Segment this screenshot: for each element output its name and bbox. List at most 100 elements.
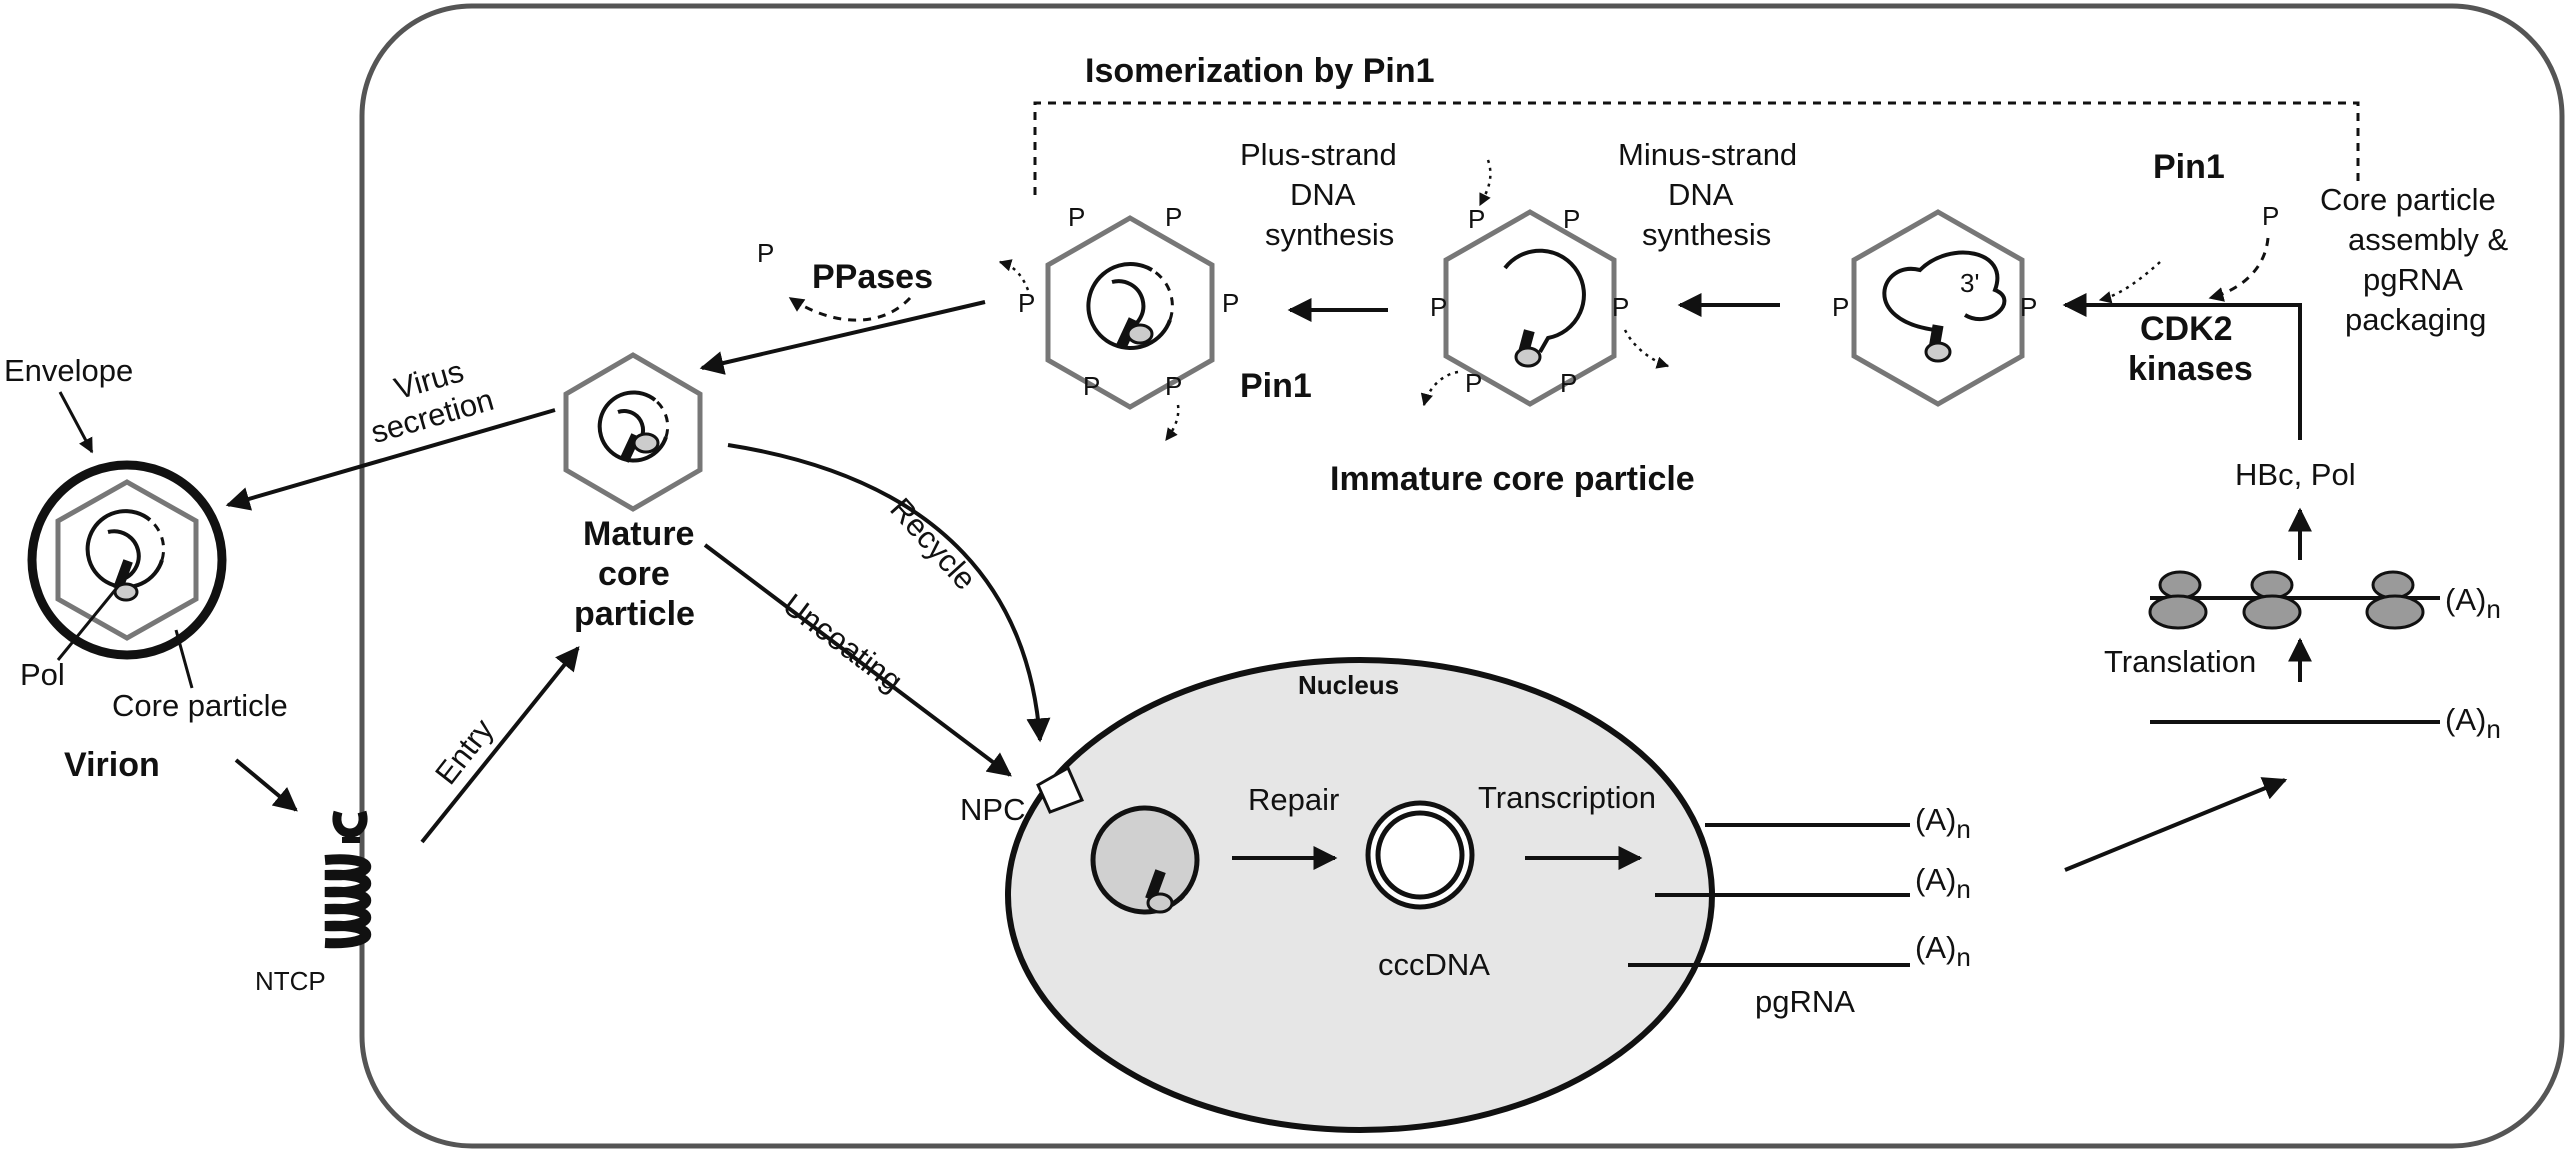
rcdna-pol-blob bbox=[1146, 892, 1174, 914]
plus-strand-label-1: Plus-strand bbox=[1240, 137, 1397, 172]
core-assembly-label-2: assembly & bbox=[2348, 222, 2509, 257]
npc-pore bbox=[1036, 765, 1085, 814]
phosphorylation-arrow bbox=[2208, 237, 2270, 302]
core-particle-pointer bbox=[174, 629, 194, 689]
polya-1: (A)n bbox=[1915, 802, 1971, 844]
core-assembly-label-4: packaging bbox=[2345, 302, 2486, 337]
pin1-mid-label: Pin1 bbox=[1240, 367, 1312, 405]
p2-bottom-right: P bbox=[1560, 368, 1577, 398]
pol-pointer bbox=[56, 583, 122, 661]
uncoating-label: Uncoating bbox=[777, 587, 910, 699]
dissociate-arrow-2b bbox=[1420, 370, 1459, 407]
kinase-p: P bbox=[2262, 201, 2279, 231]
cell-membrane bbox=[359, 3, 2565, 1149]
hbc-pol-label: HBc, Pol bbox=[2235, 457, 2356, 492]
cdk2-label-1: CDK2 bbox=[2140, 310, 2233, 348]
p1-bottom-right: P bbox=[1165, 371, 1182, 401]
cdk2-label-2: kinases bbox=[2128, 350, 2253, 388]
mature-pol-blob bbox=[632, 432, 660, 454]
entry-label: Entry bbox=[428, 712, 500, 791]
virion-to-ntcp-arrow bbox=[234, 758, 298, 812]
recycle-label: Recycle bbox=[883, 491, 983, 596]
cccdna-label: cccDNA bbox=[1378, 947, 1490, 982]
rcdna-pol bbox=[1145, 869, 1166, 902]
dissociate-arrow-1b bbox=[1164, 404, 1180, 442]
pol-label: Pol bbox=[20, 657, 65, 692]
immature-core-particle-1 bbox=[1045, 215, 1215, 410]
p2-left: P bbox=[1430, 292, 1447, 322]
pin1-blob-3a bbox=[1816, 292, 1830, 320]
pin1-blob-1d bbox=[1182, 440, 1196, 468]
ntcp-label: NTCP bbox=[255, 966, 326, 996]
core-particle-label: Core particle bbox=[112, 688, 288, 723]
pgrna-label: pgRNA bbox=[1755, 984, 1855, 1019]
virion-pol bbox=[113, 559, 133, 591]
pin1-blob-1c bbox=[974, 263, 988, 291]
pin1-bind-arrow bbox=[2098, 261, 2161, 304]
recycle-arrow bbox=[727, 443, 1051, 743]
p1-left: P bbox=[1018, 288, 1035, 318]
polya-exported: (A)n bbox=[2445, 702, 2501, 744]
pin1-blob-3b bbox=[2042, 292, 2056, 320]
ribosomes bbox=[2148, 570, 2425, 630]
immature-core-particle-3 bbox=[1851, 209, 2025, 407]
p2-top-left: P bbox=[1468, 204, 1485, 234]
p3-right: P bbox=[2020, 292, 2037, 322]
pin1-blob-3c bbox=[1856, 370, 1870, 398]
core-assembly-label-3: pgRNA bbox=[2363, 262, 2463, 297]
rcdna-circle bbox=[1090, 805, 1200, 915]
assembly-arrow bbox=[2062, 293, 2302, 440]
polya-2: (A)n bbox=[1915, 862, 1971, 904]
pin1-blob-top-a bbox=[2190, 205, 2204, 233]
transcription-label: Transcription bbox=[1478, 780, 1656, 815]
p1-top-left: P bbox=[1068, 202, 1085, 232]
p1-bottom-left: P bbox=[1083, 371, 1100, 401]
export-arrow bbox=[2064, 777, 2288, 872]
immature-label: Immature core particle bbox=[1330, 460, 1695, 498]
mature-label-2: core bbox=[598, 555, 670, 593]
virion-dna bbox=[85, 509, 164, 590]
repair-label: Repair bbox=[1248, 782, 1339, 817]
ppases-p: P bbox=[757, 238, 774, 268]
mature-core-hexagon bbox=[563, 352, 703, 512]
minus-strand-label-3: synthesis bbox=[1642, 217, 1771, 252]
ppases-label: PPases bbox=[812, 258, 933, 296]
cccdna-inner bbox=[1375, 810, 1465, 900]
p1-top-right: P bbox=[1165, 202, 1182, 232]
three-prime-label: 3' bbox=[1960, 268, 1979, 298]
virion-label: Virion bbox=[64, 746, 160, 784]
p3-left: P bbox=[1832, 292, 1849, 322]
envelope-pointer bbox=[58, 391, 94, 454]
ppases-arrow bbox=[788, 296, 912, 322]
bind-arrow-2 bbox=[1478, 159, 1492, 207]
mature-label-3: particle bbox=[574, 595, 695, 633]
translation-label: Translation bbox=[2104, 644, 2256, 679]
dissociate-arrow-2a bbox=[1623, 329, 1670, 369]
nucleus-label: Nucleus bbox=[1298, 670, 1399, 700]
plus-strand-label-2: DNA bbox=[1290, 177, 1356, 212]
core-assembly-label-1: Core particle bbox=[2320, 182, 2496, 217]
npc-label: NPC bbox=[960, 792, 1025, 827]
mature-label-1: Mature bbox=[583, 515, 694, 553]
p2-top-right: P bbox=[1563, 204, 1580, 234]
minus-strand-label-2: DNA bbox=[1668, 177, 1734, 212]
rcdna-gap bbox=[1178, 839, 1199, 902]
pin1-top-label: Pin1 bbox=[2153, 148, 2225, 186]
minus-strand-label-1: Minus-strand bbox=[1618, 137, 1797, 172]
p2-right: P bbox=[1612, 292, 1629, 322]
pin1-blob-2a bbox=[1461, 135, 1475, 163]
isomerization-label: Isomerization by Pin1 bbox=[1085, 52, 1435, 90]
pin1-blob-2b bbox=[1590, 195, 1604, 223]
virus-secretion-arrow bbox=[225, 408, 556, 511]
pin1-blob-2c bbox=[1408, 295, 1422, 323]
mature-dna bbox=[597, 390, 668, 463]
immature-core-particle-2 bbox=[1443, 209, 1617, 407]
virion-dna-gap bbox=[148, 518, 166, 561]
uncoating-arrow bbox=[703, 543, 1012, 777]
ntcp-receptor bbox=[324, 810, 372, 949]
polya-translated: (A)n bbox=[2445, 582, 2501, 624]
pin1-blob-top-b bbox=[2158, 228, 2172, 256]
mature-dna-gap bbox=[654, 398, 670, 438]
pin1-blob-1b bbox=[1200, 195, 1214, 223]
